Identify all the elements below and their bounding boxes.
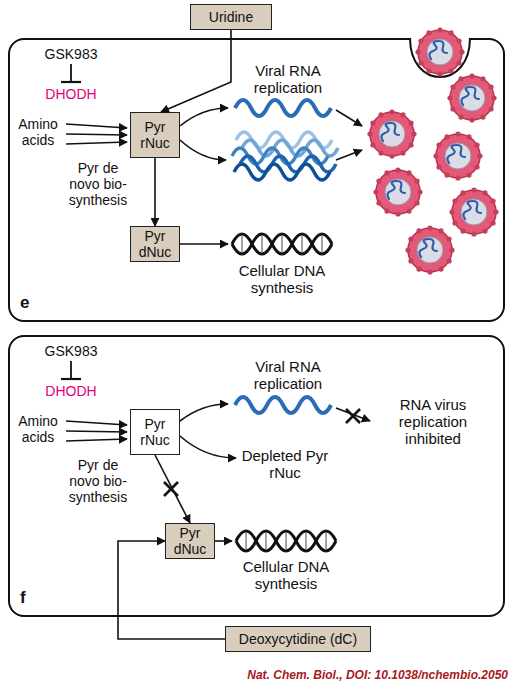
- virus-particle: [415, 27, 464, 76]
- pathway-label: Pyr de novo bio- synthesis: [62, 160, 134, 208]
- inhibitor-line: [70, 64, 72, 82]
- enzyme-label: DHODH: [33, 383, 109, 399]
- virus-particle: [447, 73, 496, 122]
- box-text: Pyr rNuc: [131, 416, 179, 448]
- box-text: Deoxycytidine (dC): [239, 631, 357, 647]
- arrow: [180, 243, 228, 245]
- viral-rna-strand: [235, 397, 331, 413]
- arrow: [336, 110, 362, 126]
- arrow: [66, 431, 127, 432]
- dna-strand: [232, 234, 332, 254]
- amino-acid-arrows: [66, 421, 127, 441]
- enzyme-label: DHODH: [33, 86, 109, 102]
- drug-label: GSK983: [38, 46, 104, 62]
- dna-strand: [236, 531, 336, 551]
- arrow: [180, 436, 236, 458]
- inhibition-mark: [61, 361, 81, 379]
- process-label: Viral RNA replication: [238, 358, 338, 392]
- flow-arrow: [161, 30, 231, 112]
- drug-label: GSK983: [38, 343, 104, 359]
- box-text: Pyr dNuc: [166, 525, 214, 557]
- inhibitor-line: [70, 361, 72, 379]
- citation: Nat. Chem. Biol., DOI: 10.1038/nchembio.…: [196, 668, 508, 682]
- rna-strand-stack: [232, 132, 338, 180]
- rna-strand: [242, 140, 338, 156]
- dna-strand: [232, 234, 332, 254]
- compound-box: Uridine: [190, 4, 272, 30]
- nucleotide-pool-box: Pyr rNuc: [130, 409, 180, 455]
- inhibitor-bar: [61, 378, 81, 380]
- virus-particle: [373, 167, 422, 216]
- nucleotide-pool-box: Pyr dNuc: [130, 226, 180, 262]
- dna-strand: [236, 531, 336, 551]
- arrow: [180, 140, 226, 160]
- arrow: [180, 108, 228, 126]
- arrow: [180, 404, 228, 421]
- virus-particle: [433, 131, 482, 180]
- process-label: Viral RNA replication: [238, 62, 338, 96]
- box-text: Uridine: [209, 9, 253, 25]
- process-label: Cellular DNA synthesis: [222, 262, 342, 296]
- flow-arrow: [154, 158, 156, 226]
- arrow: [336, 150, 362, 160]
- outcome-label: Depleted Pyr rNuc: [240, 447, 330, 481]
- block-mark: [346, 409, 360, 423]
- amino-acid-arrows: [66, 124, 127, 144]
- arrow: [66, 124, 127, 128]
- arrow: [66, 142, 127, 144]
- virus-particles: [367, 27, 498, 274]
- rna-strand: [240, 156, 336, 172]
- virus-particle: [449, 187, 498, 236]
- virus-particle: [367, 109, 416, 158]
- flow-arrow: [118, 541, 225, 639]
- panel-letter: e: [20, 294, 29, 312]
- pathway-label: Pyr de novo bio- synthesis: [62, 457, 134, 505]
- input-label: Amino acids: [10, 413, 66, 445]
- box-text: Pyr dNuc: [131, 228, 179, 260]
- dna-helix: [232, 234, 332, 254]
- process-label: Cellular DNA synthesis: [226, 558, 346, 592]
- arrow: [66, 439, 127, 441]
- outcome-label: RNA virus replication inhibited: [372, 396, 494, 447]
- input-label: Amino acids: [10, 116, 66, 148]
- dna-helix: [236, 531, 336, 551]
- rna-strand: [234, 164, 330, 180]
- arrow: [66, 134, 127, 135]
- box-text: Pyr rNuc: [131, 119, 179, 151]
- virus-particle: [405, 225, 454, 274]
- nucleotide-pool-box: Pyr dNuc: [165, 523, 215, 559]
- viral-rna-strand: [235, 100, 331, 116]
- inhibitor-bar: [61, 81, 81, 83]
- nucleotide-pool-box: Pyr rNuc: [130, 112, 180, 158]
- arrow: [215, 540, 232, 542]
- panel-letter: f: [20, 589, 26, 607]
- compound-box: Deoxycytidine (dC): [225, 626, 371, 652]
- arrow: [66, 421, 127, 425]
- flow-arrow: [155, 455, 190, 523]
- inhibition-mark: [61, 64, 81, 82]
